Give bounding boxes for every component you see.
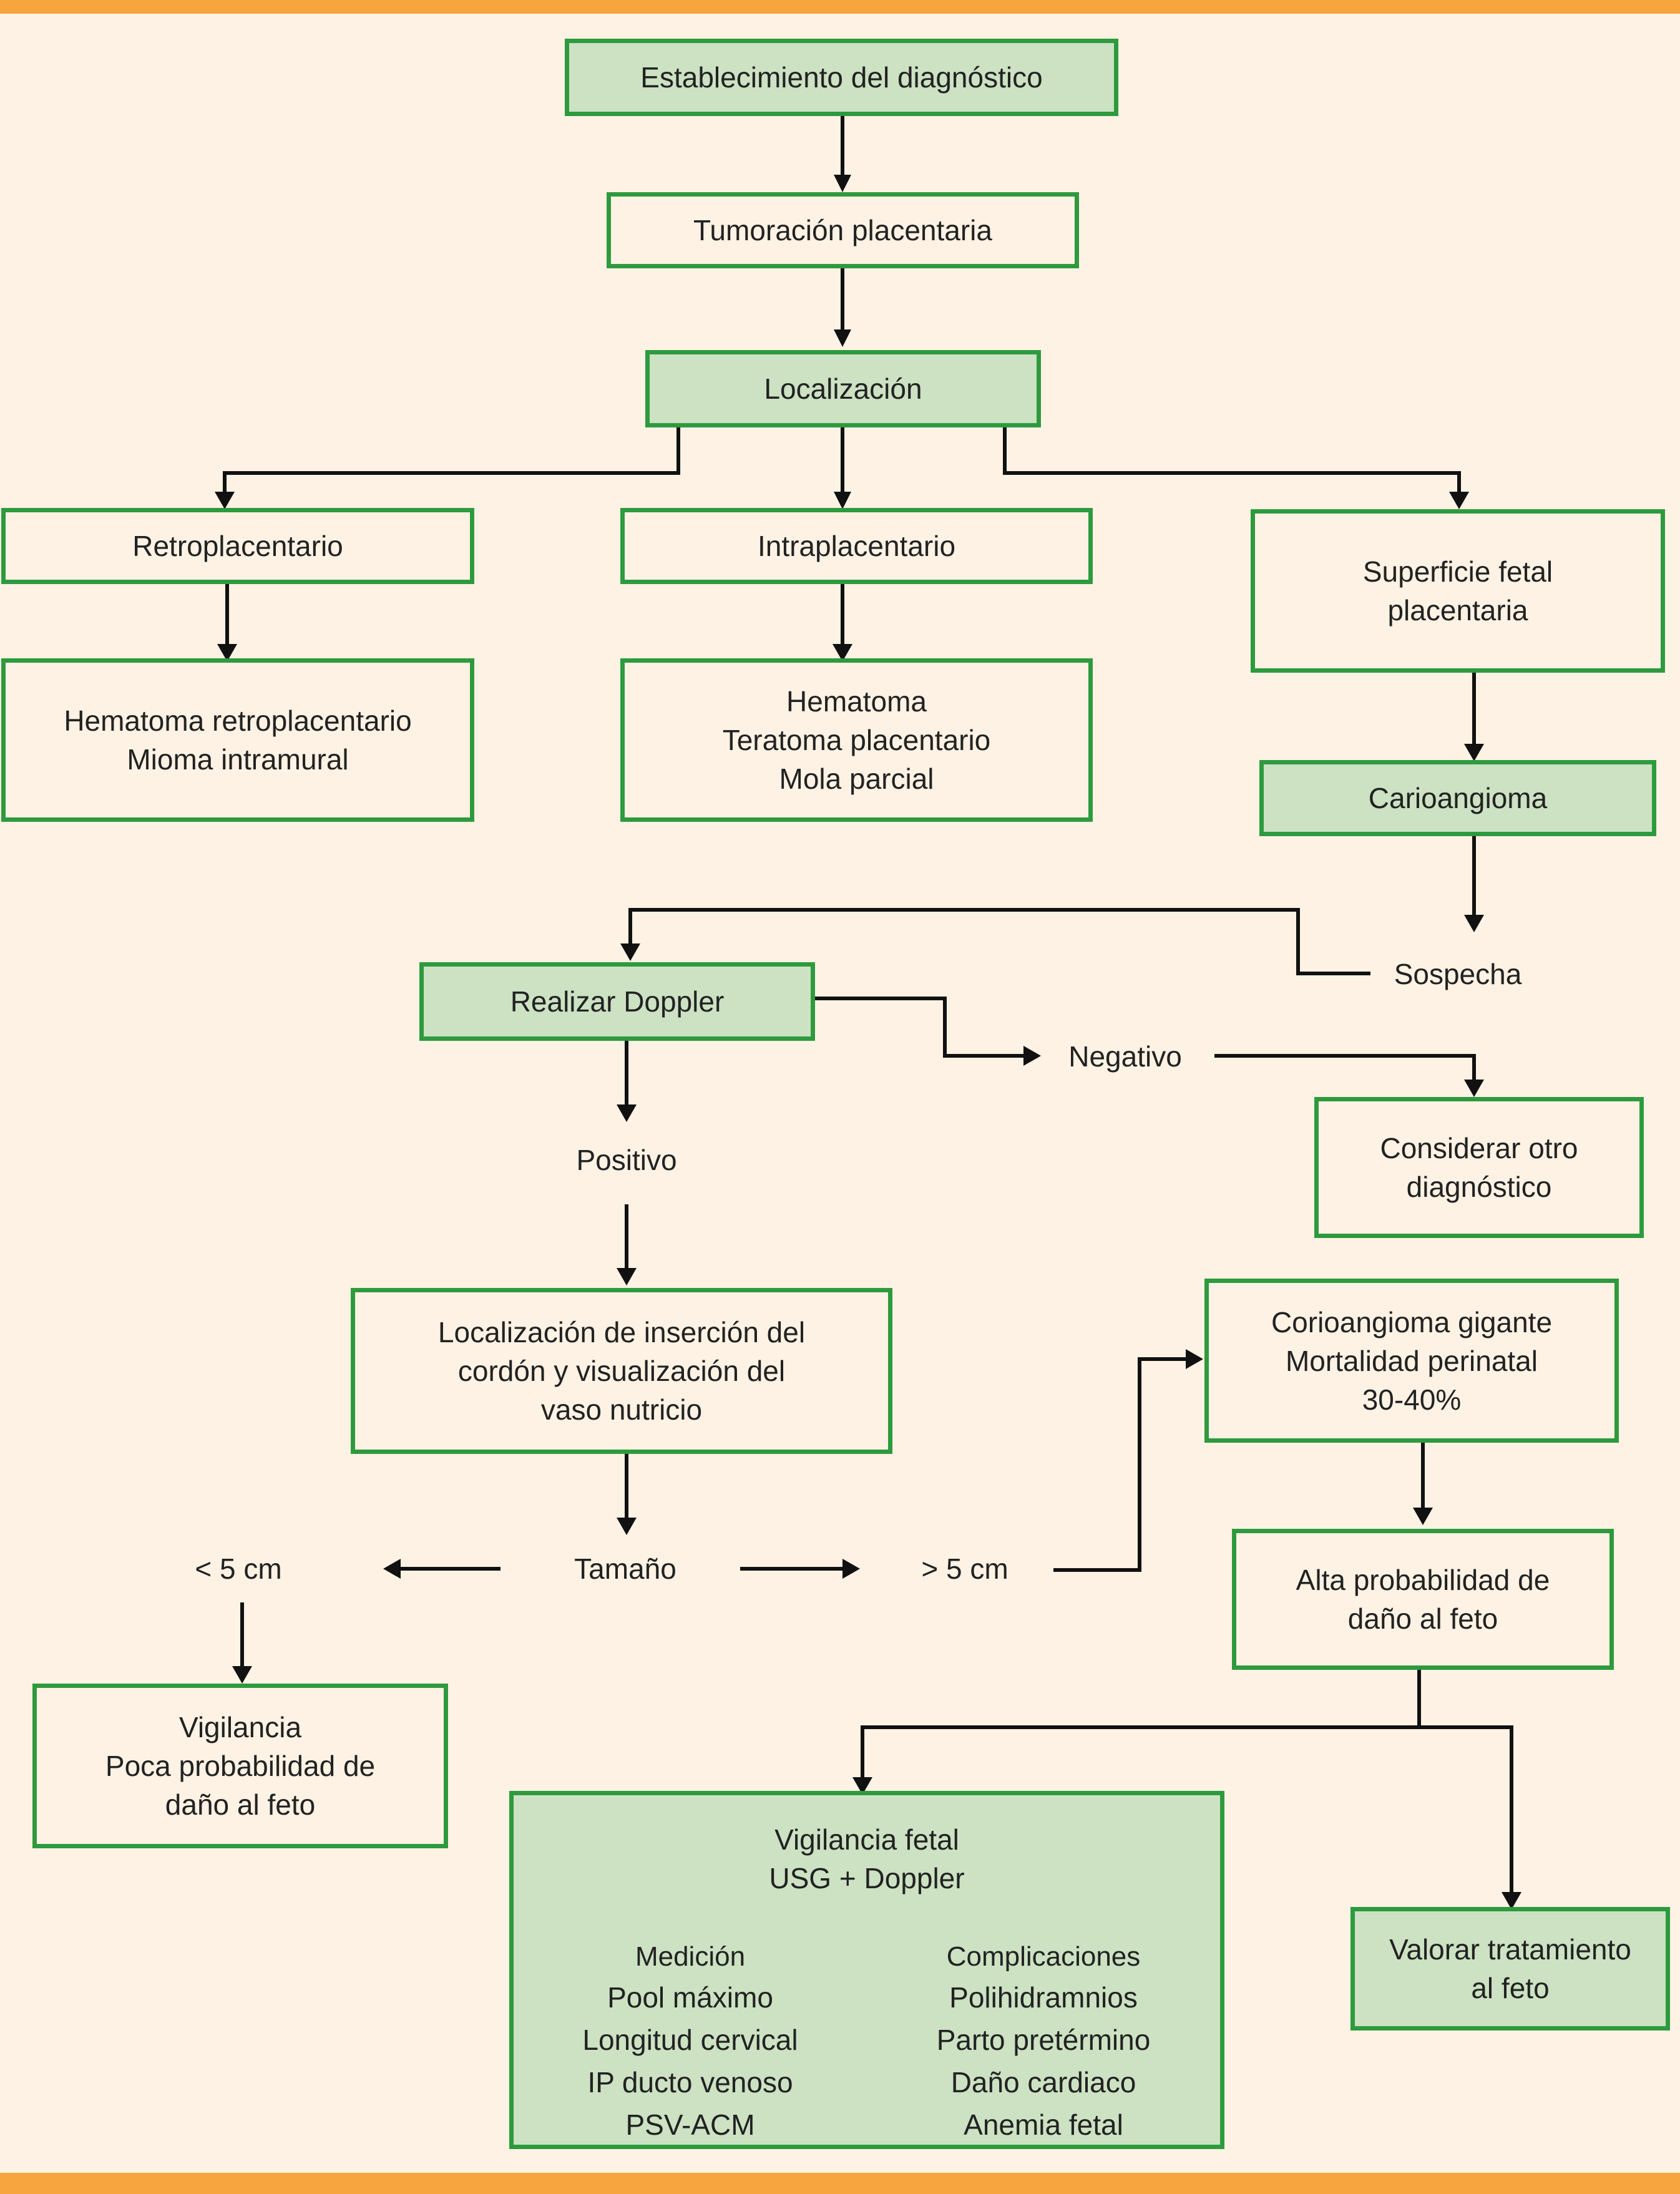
node-vigilancia-line-3: daño al feto bbox=[165, 1788, 316, 1821]
arrow-doppler-negativo bbox=[815, 997, 1036, 1058]
node-considerar-line-2: diagnóstico bbox=[1406, 1171, 1552, 1203]
node-realizar-doppler: Realizar Doppler bbox=[419, 962, 815, 1041]
node-realizar-doppler-text: Realizar Doppler bbox=[510, 985, 725, 1018]
complicaciones-item: Daño cardiaco bbox=[950, 2066, 1136, 2099]
node-carioangioma: Carioangioma bbox=[1259, 760, 1656, 836]
node-hematoma-intra-line-1: Hematoma bbox=[786, 685, 927, 718]
node-considerar-line-1: Considerar otro bbox=[1380, 1132, 1578, 1164]
node-corioangioma-gigante-line-2: Mortalidad perinatal bbox=[1285, 1344, 1538, 1377]
medicion-item: PSV-ACM bbox=[625, 2109, 755, 2141]
node-establecimiento-text: Establecimiento del diagnóstico bbox=[640, 61, 1043, 94]
node-retroplacentario-text: Retroplacentario bbox=[132, 530, 343, 562]
complicaciones-item: Anemia fetal bbox=[964, 2109, 1123, 2141]
node-carioangioma-text: Carioangioma bbox=[1368, 782, 1548, 814]
node-vigilancia-fetal-title-2: USG + Doppler bbox=[769, 1862, 965, 1894]
medicion-item: Longitud cervical bbox=[582, 2024, 798, 2056]
complicaciones-item: Parto pretérmino bbox=[936, 2024, 1151, 2056]
medicion-header: Medición bbox=[635, 1941, 746, 1972]
arrow-localizacion-retroplacentario bbox=[223, 427, 680, 504]
node-valorar-line-2: al feto bbox=[1471, 1972, 1550, 2004]
node-corioangioma-gigante-line-3: 30-40% bbox=[1362, 1383, 1462, 1416]
arrow-sospecha-realizar-doppler bbox=[628, 908, 1370, 975]
label-sospecha: Sospecha bbox=[1394, 958, 1522, 990]
node-hematoma-retroplacentario: Hematoma retroplacentario Mioma intramur… bbox=[1, 658, 474, 822]
node-alta-probabilidad: Alta probabilidad de daño al feto bbox=[1232, 1529, 1614, 1670]
node-hematoma-retro-line-2: Mioma intramural bbox=[127, 743, 349, 776]
node-intraplacentario-text: Intraplacentario bbox=[757, 530, 956, 562]
arrow-alta-valorar bbox=[1419, 1725, 1513, 1904]
complicaciones-item: Polihidramnios bbox=[949, 1981, 1138, 2014]
medicion-item: IP ducto venoso bbox=[587, 2066, 793, 2099]
node-corioangioma-gigante: Corioangioma gigante Mortalidad perinata… bbox=[1204, 1279, 1619, 1443]
node-hematoma-retro-line-1: Hematoma retroplacentario bbox=[64, 705, 412, 737]
node-hematoma-intraplacentario: Hematoma Teratoma placentario Mola parci… bbox=[620, 658, 1093, 822]
label-tamano: Tamaño bbox=[574, 1553, 676, 1585]
node-vigilancia-line-2: Poca probabilidad de bbox=[105, 1750, 376, 1782]
arrow-negativo-considerar bbox=[1214, 1054, 1476, 1093]
label-negativo: Negativo bbox=[1068, 1040, 1182, 1073]
arrow-mayor-corioangioma bbox=[1053, 1357, 1198, 1572]
node-localizacion-insercion-line-2: cordón y visualización del bbox=[457, 1355, 786, 1387]
complicaciones-column: Complicaciones Polihidramnios Parto pret… bbox=[867, 1938, 1220, 2146]
node-valorar-line-1: Valorar tratamiento bbox=[1389, 1933, 1631, 1966]
node-localizacion-insercion-line-1: Localización de inserción del bbox=[437, 1316, 806, 1348]
node-hematoma-intra-line-2: Teratoma placentario bbox=[722, 724, 991, 756]
node-valorar-tratamiento: Valorar tratamiento al feto bbox=[1350, 1907, 1670, 2031]
node-tumoracion-text: Tumoración placentaria bbox=[693, 214, 992, 246]
node-superficie-line-1: Superficie fetal bbox=[1362, 555, 1553, 588]
node-vigilancia-line-1: Vigilancia bbox=[178, 1711, 302, 1743]
medicion-column: Medición Pool máximo Longitud cervical I… bbox=[514, 1938, 867, 2146]
node-alta-probabilidad-line-2: daño al feto bbox=[1347, 1602, 1498, 1635]
arrow-alta-vigilancia-fetal bbox=[861, 1667, 1421, 1790]
label-mayor-5cm: > 5 cm bbox=[921, 1553, 1008, 1585]
node-superficie-line-2: placentaria bbox=[1387, 594, 1528, 627]
node-localizacion-text: Localización bbox=[764, 373, 922, 405]
vigilancia-fetal-columns: Medición Pool máximo Longitud cervical I… bbox=[514, 1938, 1220, 2146]
top-accent-bar bbox=[0, 0, 1680, 14]
node-localizacion-insercion: Localización de inserción del cordón y v… bbox=[351, 1288, 892, 1454]
node-vigilancia-fetal: Vigilancia fetal USG + Doppler Medición … bbox=[509, 1791, 1224, 2149]
node-intraplacentario: Intraplacentario bbox=[620, 508, 1093, 584]
node-localizacion: Localización bbox=[645, 350, 1041, 427]
node-considerar-otro-diagnostico: Considerar otro diagnóstico bbox=[1314, 1097, 1644, 1238]
node-retroplacentario: Retroplacentario bbox=[1, 508, 474, 584]
label-menor-5cm: < 5 cm bbox=[195, 1553, 282, 1585]
node-tumoracion: Tumoración placentaria bbox=[607, 192, 1079, 268]
complicaciones-header: Complicaciones bbox=[946, 1941, 1141, 1972]
node-vigilancia: Vigilancia Poca probabilidad de daño al … bbox=[32, 1684, 448, 1848]
node-alta-probabilidad-line-1: Alta probabilidad de bbox=[1296, 1564, 1550, 1596]
node-corioangioma-gigante-line-1: Corioangioma gigante bbox=[1271, 1305, 1553, 1338]
arrow-localizacion-superficie bbox=[1003, 427, 1461, 504]
node-superficie: Superficie fetal placentaria bbox=[1251, 509, 1665, 673]
node-vigilancia-fetal-title-1: Vigilancia fetal bbox=[774, 1823, 959, 1856]
medicion-item: Pool máximo bbox=[607, 1981, 773, 2014]
node-hematoma-intra-line-3: Mola parcial bbox=[779, 763, 934, 795]
label-positivo: Positivo bbox=[576, 1144, 677, 1176]
bottom-accent-bar bbox=[0, 2173, 1680, 2194]
node-establecimiento: Establecimiento del diagnóstico bbox=[565, 39, 1118, 116]
node-localizacion-insercion-line-3: vaso nutricio bbox=[540, 1393, 703, 1426]
